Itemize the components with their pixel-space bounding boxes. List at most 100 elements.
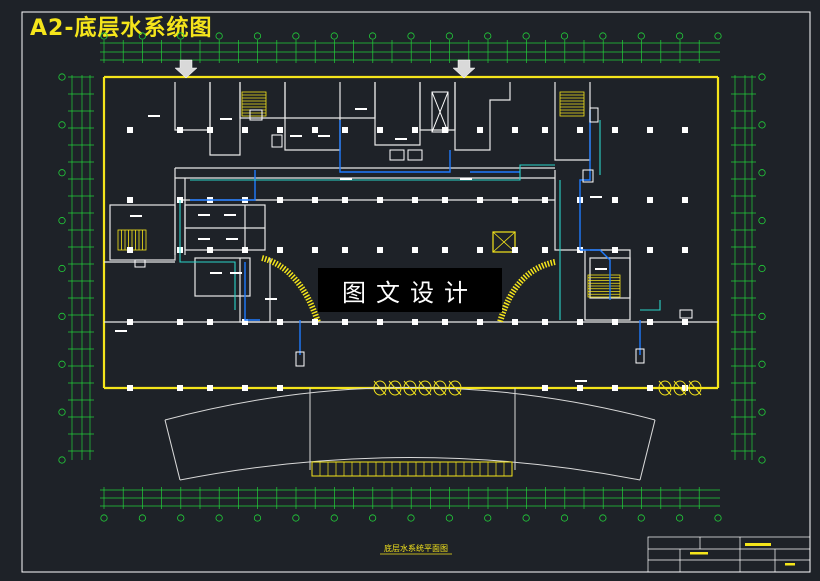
column [542, 127, 548, 133]
grid-bubble [177, 32, 185, 40]
revolving-door [688, 380, 702, 396]
column [242, 127, 248, 133]
grid-bubble [484, 32, 492, 40]
column [312, 247, 318, 253]
room-label-mark [395, 138, 407, 140]
column [342, 197, 348, 203]
column [127, 197, 133, 203]
revolving-door [418, 380, 432, 396]
column [647, 385, 653, 391]
room-label-mark [590, 196, 602, 198]
grid-bubble [58, 456, 66, 464]
grid-bubble [637, 32, 645, 40]
grid-bubble [100, 514, 108, 522]
column [542, 319, 548, 325]
column [377, 247, 383, 253]
column [277, 385, 283, 391]
revolving-door-leaf [688, 380, 702, 396]
plan-caption: 底层水系统平面图 [384, 544, 448, 553]
grid-bubble [522, 32, 530, 40]
revolving-door [433, 380, 447, 396]
sheet-border [21, 11, 811, 573]
plumbing-fixtures [134, 91, 693, 367]
column [277, 247, 283, 253]
column [342, 319, 348, 325]
title-block [647, 536, 811, 573]
revolving-door-leaf [418, 380, 432, 396]
room-label-mark [355, 108, 367, 110]
bottom-grid-bubbles [100, 514, 722, 522]
column [312, 319, 318, 325]
column [612, 385, 618, 391]
room-label-mark [198, 214, 210, 216]
column [442, 197, 448, 203]
column [542, 385, 548, 391]
title-block-marks [690, 543, 795, 566]
column [127, 247, 133, 253]
column [682, 127, 688, 133]
revolving-door-leaf [403, 380, 417, 396]
revolving-door-leaf [388, 380, 402, 396]
grid-bubble [215, 32, 223, 40]
room-label-mark [148, 115, 160, 117]
grid-bubble [292, 514, 300, 522]
room-label-mark [230, 272, 242, 274]
grid-bubble [330, 514, 338, 522]
column [342, 247, 348, 253]
bottom-dimension-ticks [103, 487, 700, 509]
facade-revolving-doors [373, 380, 702, 396]
outer-wall [102, 75, 720, 390]
grid-bubble [758, 169, 766, 177]
column [477, 247, 483, 253]
grid-bubble [138, 32, 146, 40]
grid-bubble [292, 32, 300, 40]
column [512, 197, 518, 203]
column [612, 197, 618, 203]
grid-bubble [58, 169, 66, 177]
room-label-mark [575, 380, 587, 382]
column [177, 385, 183, 391]
column [242, 247, 248, 253]
grid-bubble [138, 514, 146, 522]
column [512, 127, 518, 133]
grid-bubble [58, 360, 66, 368]
grid-bubble [58, 264, 66, 273]
grid-bubble [758, 217, 766, 225]
column [682, 197, 688, 203]
grid-bubble [369, 32, 377, 40]
entrance-canopy [164, 387, 656, 481]
grid-bubble [758, 456, 766, 464]
column [442, 127, 448, 133]
spiral-stair-left [261, 255, 321, 323]
column [412, 247, 418, 253]
room-label-mark [210, 272, 222, 274]
column [512, 247, 518, 253]
grid-bubble [758, 121, 766, 129]
column [612, 247, 618, 253]
grid-bubble [758, 312, 766, 320]
room-label-mark [198, 238, 210, 240]
watermark-banner: 图文设计 [318, 268, 502, 312]
grid-bubble [253, 32, 262, 40]
column [612, 127, 618, 133]
top-dimension-ticks [103, 40, 700, 63]
column [377, 319, 383, 325]
entrance-step-lines [319, 462, 505, 476]
revolving-door-leaf [433, 380, 447, 396]
room-labels [115, 108, 607, 382]
room-label-mark [460, 178, 472, 180]
grid-bubble [758, 73, 766, 81]
column [542, 197, 548, 203]
column [277, 319, 283, 325]
column [577, 319, 583, 325]
room-label-mark [220, 118, 232, 120]
revolving-door [673, 380, 687, 396]
grid-bubble [58, 121, 66, 129]
revolving-door [658, 380, 672, 396]
room-label-mark [130, 215, 142, 217]
grid-bubble [522, 514, 530, 522]
grid-bubble [676, 32, 684, 40]
column [177, 319, 183, 325]
grid-bubble [369, 514, 377, 522]
